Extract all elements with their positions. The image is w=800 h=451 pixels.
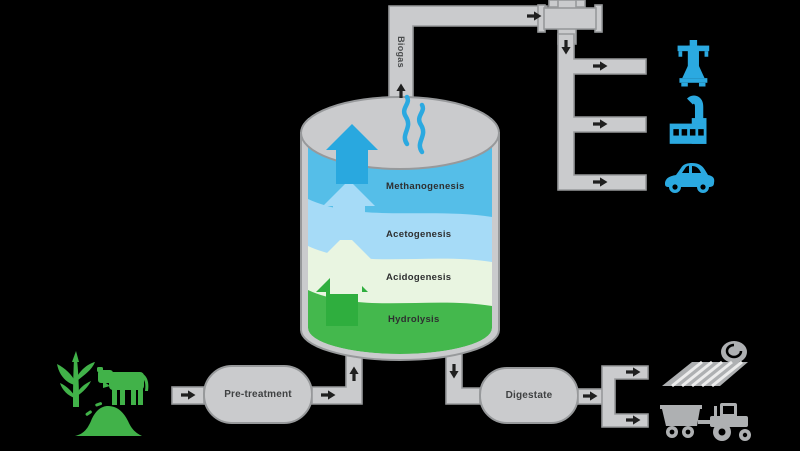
digestate-splitter-pipe [601,365,649,428]
layer-label-methanogenesis: Methanogenesis [386,181,465,192]
field-icon [662,341,748,388]
layer-label-acetogenesis: Acetogenesis [386,229,452,240]
waste-pile-icon [75,402,142,436]
acetogenesis-arrow-icon [323,180,375,240]
digestate-use-icons [660,341,751,441]
biogas-pipe-label: Biogas [396,36,406,68]
pretreatment-label: Pre-treatment [224,389,292,400]
biogas-use-icons [665,40,715,193]
layer-label-acidogenesis: Acidogenesis [386,272,452,283]
biogas-manifold-pipe [557,33,647,191]
layer-label-hydrolysis: Hydrolysis [388,314,440,325]
feedstock-icons [57,351,149,436]
power-pylon-icon [677,40,710,87]
methanogenesis-arrow-icon [326,124,378,184]
acidogenesis-arrow-icon [320,234,372,294]
steam-icon [401,94,426,155]
digestate-label: Digestate [505,390,553,401]
tractor-trailer-icon [660,403,751,441]
tank-lid [300,96,500,170]
cow-icon [97,367,149,405]
gas-valve-icon [537,0,603,45]
digester-tank [300,94,500,361]
digester-to-digestate-pipe [445,351,481,405]
pipe-network [171,0,649,428]
corn-plant-icon [57,351,95,407]
factory-icon [669,95,707,144]
car-icon [665,163,715,193]
